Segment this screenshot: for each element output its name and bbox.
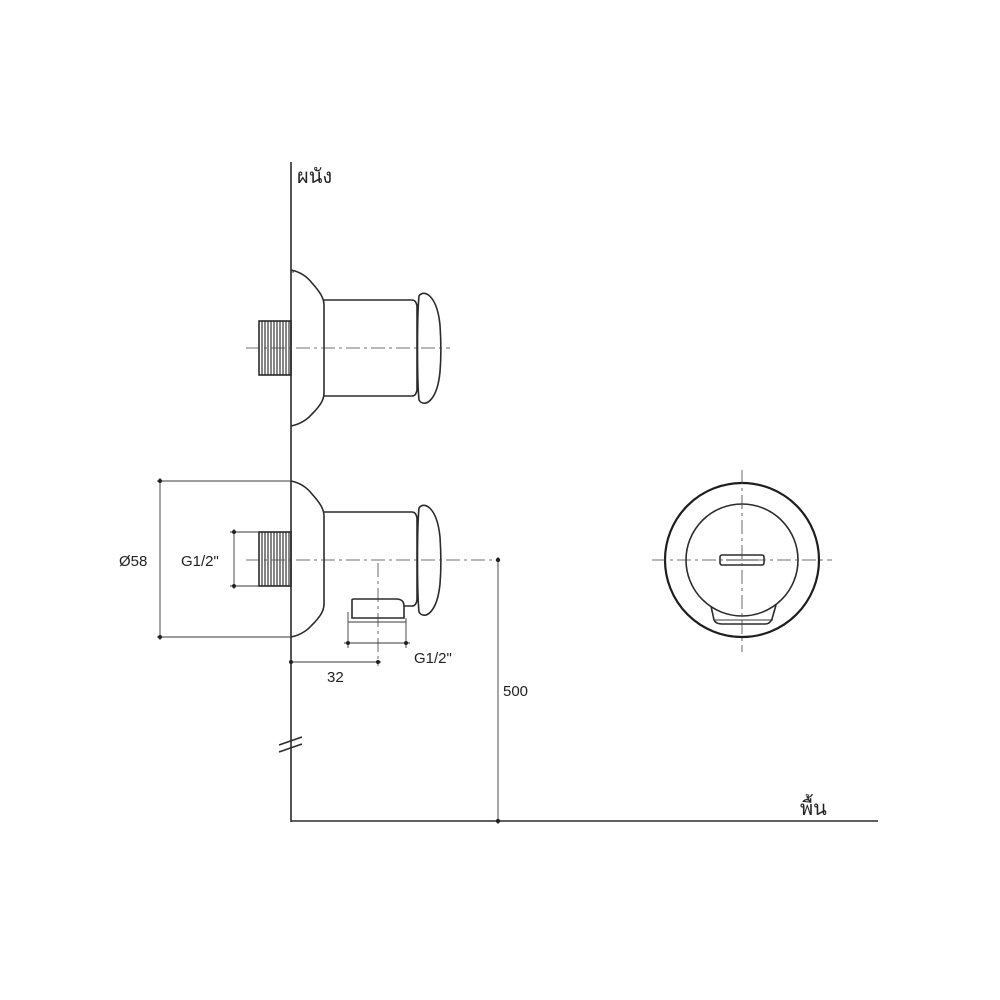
inlet-thread-label: G1/2" — [181, 553, 219, 570]
offset-label: 32 — [327, 669, 344, 686]
break-mark-2 — [278, 743, 303, 753]
valve-front-view — [652, 470, 832, 652]
knob-cap-upper — [416, 292, 442, 405]
floor-label: พื้น — [800, 794, 827, 820]
height-label: 500 — [503, 683, 528, 700]
dimension-diameter — [157, 478, 291, 640]
diameter-label: Ø58 — [119, 553, 147, 570]
flange-lower — [290, 480, 325, 638]
wall-and-floor — [278, 162, 878, 822]
inlet-thread-lower — [258, 531, 292, 587]
dimension-height — [495, 557, 501, 824]
dimension-inlet-thread — [230, 529, 259, 589]
valve-side-view-upper — [246, 269, 450, 427]
wall-label: ผนัง — [297, 164, 332, 188]
outlet-spout — [351, 598, 405, 619]
valve-side-view-lower — [246, 480, 498, 666]
outlet-thread-label: G1/2" — [414, 650, 452, 667]
front-outlet-tab — [710, 604, 777, 625]
dimension-offset — [289, 660, 381, 664]
flange-upper — [290, 269, 325, 427]
valve-body-lower — [324, 511, 418, 607]
knob-cap-lower — [416, 504, 442, 617]
break-mark-1 — [278, 736, 303, 746]
dimension-outlet-thread — [344, 622, 410, 648]
